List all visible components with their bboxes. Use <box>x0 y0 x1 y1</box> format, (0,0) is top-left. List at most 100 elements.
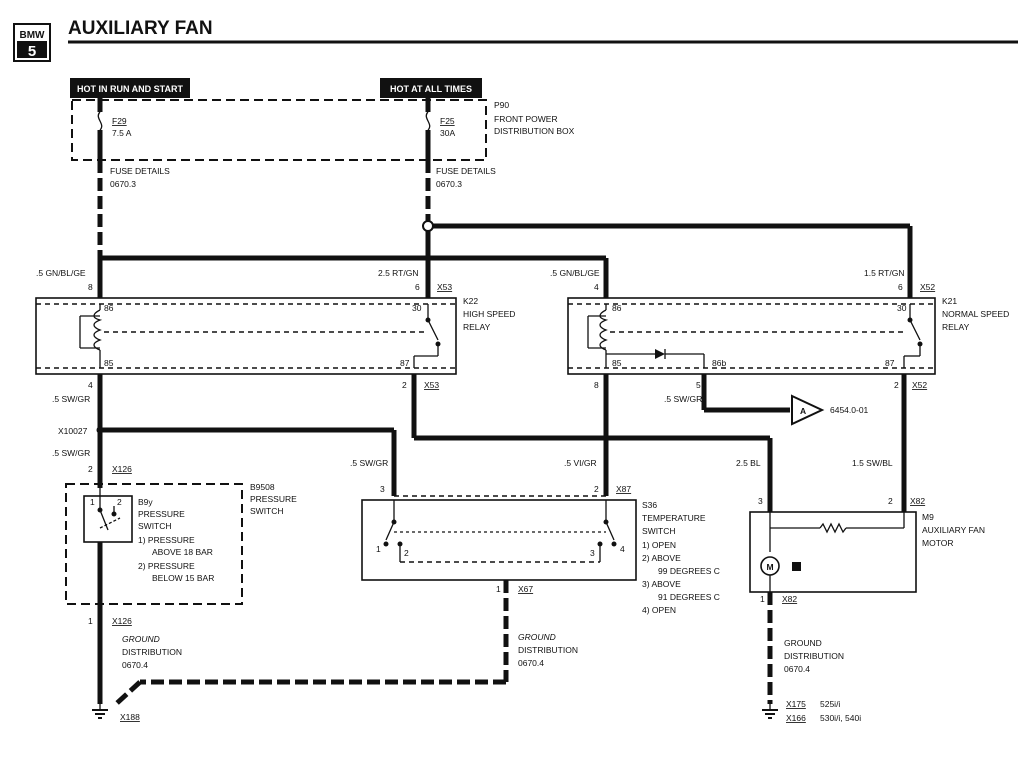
ground-2-a: GROUND <box>518 632 556 642</box>
connector-x175: X175 <box>786 699 806 709</box>
ground-1-a: GROUND <box>122 634 160 644</box>
svg-text:HOT IN RUN AND START: HOT IN RUN AND START <box>77 84 183 94</box>
temp-state-3a: 3) ABOVE <box>642 579 681 589</box>
wire-gnblge-1: .5 GN/BL/GE <box>36 268 86 278</box>
relay-k21-id: K21 <box>942 296 957 306</box>
temp-state-2a: 2) ABOVE <box>642 553 681 563</box>
wire-bl-25: 2.5 BL <box>736 458 761 468</box>
pin-label: 3 <box>758 496 763 506</box>
pin-label: 2 <box>594 484 599 494</box>
motor-name-2: MOTOR <box>922 538 953 548</box>
fuse-f25-rating: 30A <box>440 128 455 138</box>
svg-text:5: 5 <box>28 43 36 60</box>
fuse-f29-rating: 7.5 A <box>112 128 132 138</box>
connector-x10027: X10027 <box>58 426 88 436</box>
pressure-switch-outline <box>65 483 243 605</box>
model-2: 530i/i, 540i <box>820 713 861 723</box>
connector-a: A <box>791 394 825 426</box>
relay-k21 <box>567 297 936 375</box>
fuse-box-outline <box>71 99 487 161</box>
pin-label: 2 <box>117 497 122 507</box>
relay-k22-name-1: HIGH SPEED <box>463 309 515 319</box>
pressure-state-2a: 2) PRESSURE <box>138 561 195 571</box>
ground-2-c: 0670.4 <box>518 658 544 668</box>
pin-label: 1 <box>760 594 765 604</box>
wire-gnblge-2: .5 GN/BL/GE <box>550 268 600 278</box>
connector-a-ref: 6454.0-01 <box>830 405 869 415</box>
pin-label: 2 <box>88 464 93 474</box>
page-title: AUXILIARY FAN <box>68 18 213 39</box>
pin-label: 4 <box>88 380 93 390</box>
temp-switch-name-2: SWITCH <box>642 526 676 536</box>
pressure-switch-b9y <box>83 488 133 543</box>
pin-label: 87 <box>400 358 410 368</box>
pressure-group-name-2: SWITCH <box>250 506 284 516</box>
connector-x52-top: X52 <box>920 282 935 292</box>
wire-swbl: 1.5 SW/BL <box>852 458 893 468</box>
pin-label: 2 <box>894 380 899 390</box>
upper-wiring <box>97 160 913 298</box>
wire-swgr-1: .5 SW/GR <box>52 394 90 404</box>
relay-k22-id: K22 <box>463 296 478 306</box>
fuse-box-name-2: DISTRIBUTION BOX <box>494 126 575 136</box>
fuse-f25 <box>425 98 431 160</box>
pin-label: 85 <box>104 358 114 368</box>
pressure-switch-name-1: PRESSURE <box>138 509 185 519</box>
wire-vigr: .5 VI/GR <box>564 458 597 468</box>
connector-x166: X166 <box>786 713 806 723</box>
pressure-group-id: B9508 <box>250 482 275 492</box>
temp-state-1: 1) OPEN <box>642 540 676 550</box>
pin-label: 86 <box>104 303 114 313</box>
svg-text:A: A <box>800 406 806 416</box>
pressure-state-1b: ABOVE 18 BAR <box>152 547 213 557</box>
svg-text:BMW: BMW <box>20 30 46 41</box>
fuse-f25-id: F25 <box>440 116 455 126</box>
pressure-state-2b: BELOW 15 BAR <box>152 573 214 583</box>
ground-3-a: GROUND <box>784 638 822 648</box>
pin-label: 8 <box>594 380 599 390</box>
connector-x82-top: X82 <box>910 496 925 506</box>
connector-x53-top: X53 <box>437 282 452 292</box>
pin-label: 86b <box>712 358 726 368</box>
wire-swgr-3: .5 SW/GR <box>350 458 388 468</box>
pin-label: 86 <box>612 303 622 313</box>
connector-x52-bottom: X52 <box>912 380 927 390</box>
pressure-state-1a: 1) PRESSURE <box>138 535 195 545</box>
temp-switch-id: S36 <box>642 500 657 510</box>
fuse-details-2: FUSE DETAILS <box>436 166 496 176</box>
fan-motor-m9: M <box>749 511 917 593</box>
pin-label: 2 <box>404 548 409 558</box>
splice-x10027 <box>96 426 104 434</box>
relay-k21-name-2: RELAY <box>942 322 970 332</box>
fuse-details-1: FUSE DETAILS <box>110 166 170 176</box>
pin-label: 5 <box>696 380 701 390</box>
temperature-switch-s36 <box>361 495 637 581</box>
fuse-f29 <box>97 98 103 160</box>
pin-label: 30 <box>412 303 422 313</box>
source-hot-run-start: HOT IN RUN AND START <box>70 78 190 98</box>
ground-symbol <box>762 704 778 719</box>
motor-id: M9 <box>922 512 934 522</box>
svg-text:M: M <box>766 562 773 572</box>
wire-rtgn-25: 2.5 RT/GN <box>378 268 418 278</box>
temp-state-3b: 91 DEGREES C <box>658 592 720 602</box>
pin-label: 1 <box>496 584 501 594</box>
svg-text:HOT AT ALL TIMES: HOT AT ALL TIMES <box>390 84 472 94</box>
fuse-details-ref-1: 0670.3 <box>110 179 136 189</box>
pin-label: 3 <box>590 548 595 558</box>
pressure-group-name-1: PRESSURE <box>250 494 297 504</box>
connector-x82-bottom: X82 <box>782 594 797 604</box>
ground-3-b: DISTRIBUTION <box>784 651 844 661</box>
ground-2-b: DISTRIBUTION <box>518 645 578 655</box>
pin-label: 87 <box>885 358 895 368</box>
pin-label: 4 <box>620 544 625 554</box>
pressure-switch-name-2: SWITCH <box>138 521 172 531</box>
connector-x67: X67 <box>518 584 533 594</box>
relay-k21-name-1: NORMAL SPEED <box>942 309 1009 319</box>
wire-rtgn-15: 1.5 RT/GN <box>864 268 904 278</box>
ground-3-c: 0670.4 <box>784 664 810 674</box>
ground-1-b: DISTRIBUTION <box>122 647 182 657</box>
pin-label: 1 <box>376 544 381 554</box>
connector-x126-bottom: X126 <box>112 616 132 626</box>
